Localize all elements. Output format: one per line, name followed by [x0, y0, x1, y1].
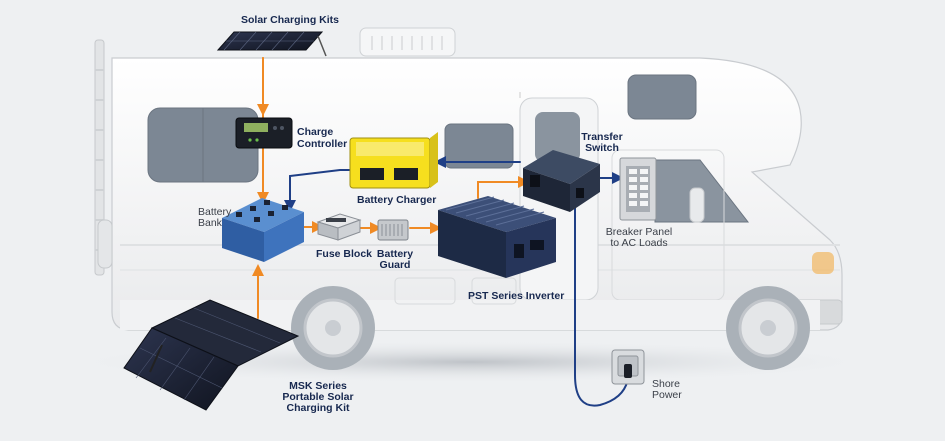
shore-power-cable: [574, 199, 629, 407]
charger-box-icon: [349, 132, 438, 189]
label-fuse-block: Fuse Block: [316, 248, 373, 260]
controller-display-icon: [235, 117, 293, 149]
charger-to-battery: [284, 169, 351, 212]
label-msk-line1: MSK Series: [289, 380, 347, 392]
label-transfer-switch-line2: Switch: [585, 142, 619, 154]
label-transfer-switch-line1: Transfer: [581, 131, 623, 143]
label-pst-series-inverter: PST Series Inverter: [468, 290, 565, 302]
label-breaker-panel-line2: to AC Loads: [610, 237, 668, 249]
label-battery-guard-line1: Battery: [376, 248, 414, 260]
label-shore-power-line1: Shore: [652, 378, 681, 390]
label-shore-power-line2: Power: [652, 389, 682, 401]
solar-panel-icon: [216, 31, 327, 57]
label-solar-charging-kits: Solar Charging Kits: [241, 14, 340, 26]
battery-bank-icon: [222, 198, 304, 262]
fuse-block-icon: [316, 213, 362, 241]
label-msk-line2: Portable Solar: [282, 391, 354, 403]
portable-solar-panel-icon: [123, 299, 300, 411]
inverter-icon: [438, 196, 556, 278]
power-outlet-icon: [611, 349, 645, 385]
label-charge-controller-line2: Controller: [297, 138, 348, 150]
breaker-panel-icon: [619, 157, 657, 221]
battery-guard-icon: [377, 219, 409, 241]
label-battery-charger: Battery Charger: [357, 194, 437, 206]
label-battery-bank-line2: Bank: [198, 217, 222, 229]
label-msk-line3: Charging Kit: [286, 402, 350, 414]
label-battery-guard-line2: Guard: [379, 259, 411, 271]
switch-box-icon: [523, 150, 600, 212]
label-battery-bank-line1: Battery: [198, 206, 232, 218]
label-charge-controller-line1: Charge: [297, 126, 334, 138]
label-breaker-panel-line1: Breaker Panel: [605, 226, 673, 238]
